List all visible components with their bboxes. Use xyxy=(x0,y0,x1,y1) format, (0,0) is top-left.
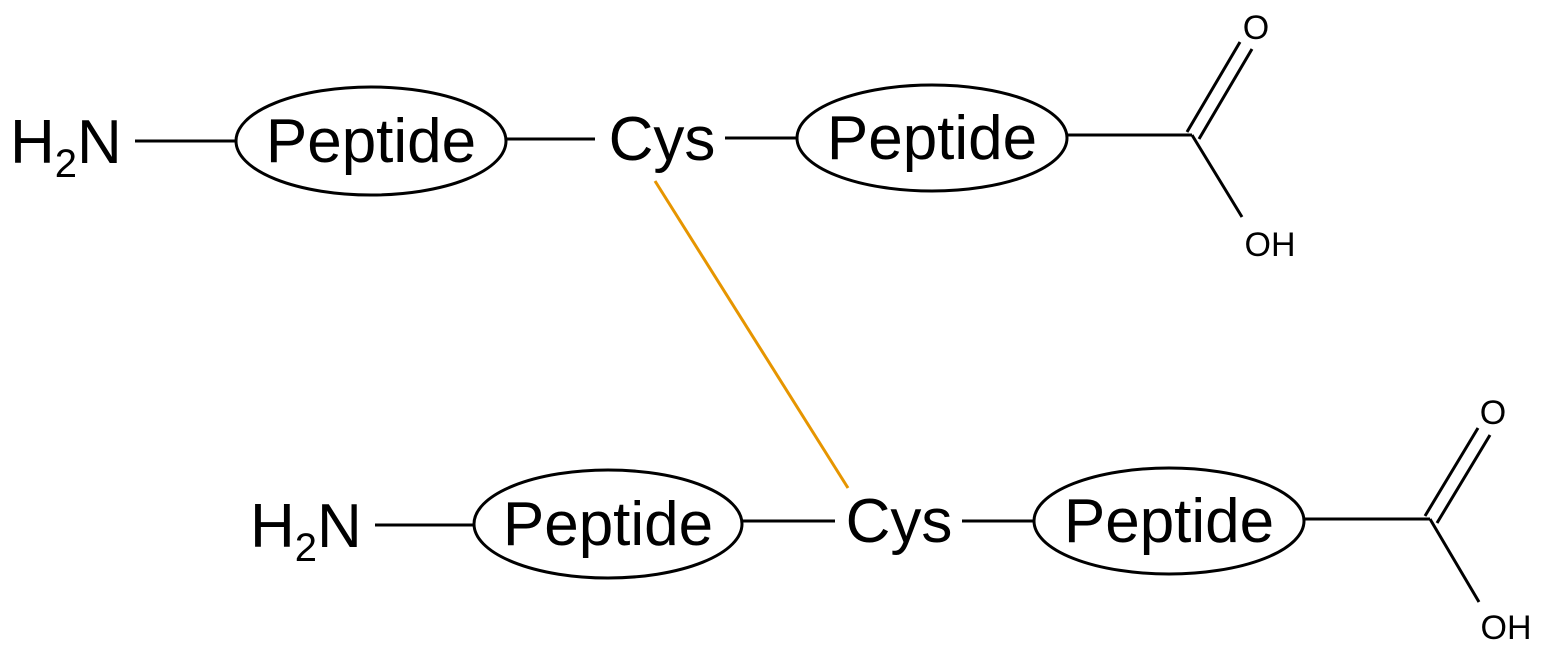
carbonyl-bond-2b xyxy=(1435,434,1492,524)
hydroxyl-bond-2 xyxy=(1428,518,1481,603)
peptide-label-1b: Peptide xyxy=(827,104,1037,173)
hydroxyl-label-1: OH xyxy=(1245,226,1296,264)
hydroxyl-bond-1 xyxy=(1190,134,1244,218)
peptide-ellipse-2b xyxy=(1032,466,1306,576)
peptide-label-2b: Peptide xyxy=(1064,487,1274,556)
peptide-label-1a: Peptide xyxy=(266,107,476,176)
amine-group-2: H2N xyxy=(250,492,362,570)
peptide-ellipse-1a xyxy=(234,85,508,197)
amine-group-1: H2N xyxy=(10,108,122,186)
carbonyl-bond-2a xyxy=(1423,427,1480,517)
carbonyl-bond-1b xyxy=(1197,48,1254,140)
disulfide-bond xyxy=(653,180,850,489)
carbonyl-oxygen-2: O xyxy=(1480,394,1506,432)
peptide-label-2a: Peptide xyxy=(503,490,713,559)
peptide-chain-1: H2N Peptide Cys Peptide O OH xyxy=(10,9,1296,264)
cys-label-2: Cys xyxy=(846,487,953,556)
cys-label-1: Cys xyxy=(609,105,716,174)
peptide-chain-2: H2N Peptide Cys Peptide O OH xyxy=(250,394,1532,647)
carbonyl-bond-1a xyxy=(1185,41,1242,133)
peptide-ellipse-1b xyxy=(795,83,1069,193)
hydroxyl-label-2: OH xyxy=(1481,609,1532,647)
peptide-ellipse-2a xyxy=(472,468,744,580)
carbonyl-oxygen-1: O xyxy=(1243,9,1269,47)
